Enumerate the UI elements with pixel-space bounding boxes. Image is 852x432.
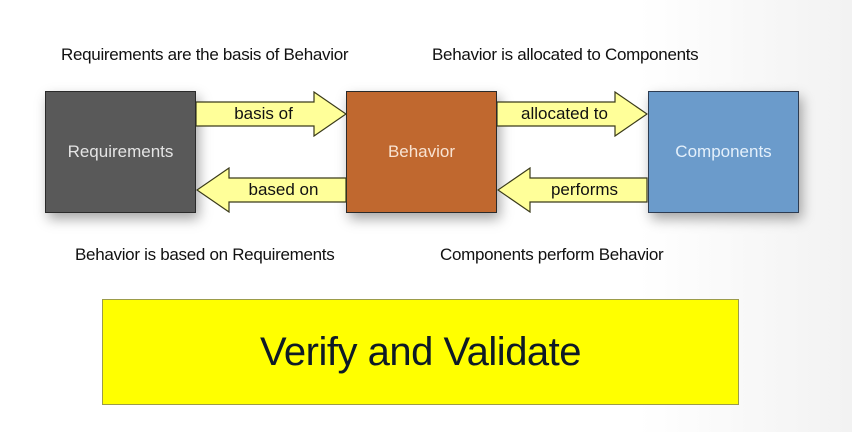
arrow-based-on: based on [196, 167, 347, 213]
arrow-basis-of-label: basis of [234, 104, 293, 123]
caption-components-perform: Components perform Behavior [440, 245, 664, 264]
caption-requirements-basis: Requirements are the basis of Behavior [61, 45, 349, 64]
arrow-right-icon [497, 91, 648, 137]
behavior-label: Behavior [387, 142, 456, 161]
arrow-allocated-to-label: allocated to [521, 104, 608, 123]
arrow-performs: performs [497, 167, 648, 213]
behavior-box: Behavior [346, 91, 497, 213]
arrow-performs-label: performs [550, 180, 619, 199]
arrow-based-on-label: based on [248, 180, 319, 199]
arrow-left-icon [497, 167, 648, 213]
verify-validate-label: Verify and Validate [259, 329, 582, 374]
components-label: Components [675, 142, 772, 161]
caption-behavior-allocated: Behavior is allocated to Components [432, 45, 699, 64]
verify-validate-banner: Verify and Validate [102, 299, 739, 405]
arrow-left-icon [196, 167, 347, 213]
caption-behavior-based-on: Behavior is based on Requirements [75, 245, 335, 264]
arrow-basis-of: basis of [196, 91, 347, 137]
components-box: Components [648, 91, 799, 213]
arrow-allocated-to: allocated to [497, 91, 648, 137]
arrow-right-icon [196, 91, 347, 137]
requirements-label: Requirements [67, 142, 174, 161]
requirements-box: Requirements [45, 91, 196, 213]
